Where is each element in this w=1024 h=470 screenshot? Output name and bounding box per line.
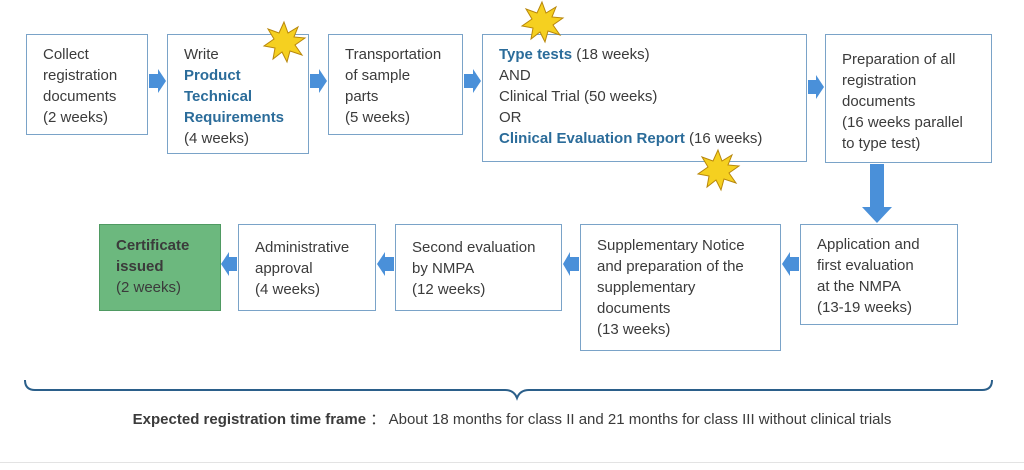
arrow-right-icon bbox=[310, 69, 327, 93]
step-second-evaluation: Second evaluation by NMPA (12 weeks) bbox=[395, 224, 562, 311]
curly-brace bbox=[24, 379, 993, 401]
step-transportation: Transportation of sample parts (5 weeks) bbox=[328, 34, 463, 135]
step-text: documents bbox=[43, 88, 117, 105]
step-text: Write bbox=[184, 46, 219, 63]
step-text: supplementary bbox=[597, 279, 696, 296]
step-duration: (5 weeks) bbox=[345, 109, 411, 126]
arrow-left-icon bbox=[563, 252, 579, 276]
timeframe-separator: ： bbox=[370, 411, 386, 428]
step-text: AND bbox=[499, 67, 531, 84]
step-text: registration bbox=[842, 72, 917, 89]
arrow-left-icon bbox=[782, 252, 799, 276]
step-duration: (16 weeks) bbox=[684, 130, 763, 147]
step-duration: (4 weeks) bbox=[255, 281, 321, 298]
step-text: Preparation of all bbox=[842, 51, 956, 68]
step-type-tests: Type tests (18 weeks) AND Clinical Trial… bbox=[482, 34, 807, 162]
step-duration: (13-19 weeks) bbox=[817, 299, 913, 316]
arrow-right-icon bbox=[149, 69, 166, 93]
timeframe-text: About 18 months for class II and 21 mont… bbox=[388, 411, 892, 428]
step-text: documents bbox=[842, 93, 916, 110]
timeframe-label: Expected registration time frame bbox=[132, 411, 367, 428]
step-text: and preparation of the bbox=[597, 258, 744, 275]
step-preparation: Preparation of all registration document… bbox=[825, 34, 992, 163]
step-highlight: Clinical Evaluation Report bbox=[499, 130, 685, 147]
step-highlight: Type tests bbox=[499, 46, 573, 63]
step-certificate-issued: Certificate issued (2 weeks) bbox=[99, 224, 221, 311]
step-highlight: Certificate bbox=[116, 237, 190, 254]
star-burst-icon bbox=[262, 20, 307, 64]
step-administrative-approval: Administrative approval (4 weeks) bbox=[238, 224, 376, 311]
step-highlight: Requirements bbox=[184, 109, 285, 126]
step-text: Second evaluation bbox=[412, 239, 536, 256]
star-burst-icon bbox=[520, 0, 565, 44]
step-text: Collect bbox=[43, 46, 89, 63]
step-text: Supplementary Notice bbox=[597, 237, 745, 254]
step-highlight: issued bbox=[116, 258, 164, 275]
step-duration: (18 weeks) bbox=[572, 46, 650, 63]
step-text: of sample bbox=[345, 67, 411, 84]
arrow-right-icon bbox=[808, 75, 824, 99]
step-duration: (4 weeks) bbox=[184, 130, 250, 147]
arrow-right-icon bbox=[464, 69, 481, 93]
step-duration: (13 weeks) bbox=[597, 321, 671, 338]
step-duration: to type test) bbox=[842, 135, 921, 152]
step-text: OR bbox=[499, 109, 522, 126]
step-text: at the NMPA bbox=[817, 278, 901, 295]
timeframe-footer: Expected registration time frame ： About… bbox=[0, 408, 1024, 429]
step-duration: (2 weeks) bbox=[116, 279, 182, 296]
step-highlight: Technical bbox=[184, 88, 253, 105]
step-application: Application and first evaluation at the … bbox=[800, 224, 958, 325]
arrow-down-icon bbox=[862, 164, 892, 223]
step-duration: (12 weeks) bbox=[412, 281, 486, 298]
type-tests-line: Type tests (18 weeks) bbox=[499, 44, 796, 65]
step-text: parts bbox=[345, 88, 379, 105]
step-supplementary-notice: Supplementary Notice and preparation of … bbox=[580, 224, 781, 351]
step-duration: (16 weeks parallel bbox=[842, 114, 963, 131]
step-text: first evaluation bbox=[817, 257, 914, 274]
star-burst-icon bbox=[696, 148, 741, 192]
step-text: Application and bbox=[817, 236, 920, 253]
arrow-left-icon bbox=[221, 252, 237, 276]
step-highlight: Product bbox=[184, 67, 241, 84]
step-text: Administrative bbox=[255, 239, 350, 256]
step-text: Transportation bbox=[345, 46, 442, 63]
step-text: by NMPA bbox=[412, 260, 475, 277]
cer-line: Clinical Evaluation Report (16 weeks) bbox=[499, 128, 796, 149]
step-text: documents bbox=[597, 300, 671, 317]
step-duration: (2 weeks) bbox=[43, 109, 109, 126]
arrow-left-icon bbox=[377, 252, 394, 276]
step-text: Clinical Trial (50 weeks) bbox=[499, 88, 658, 105]
divider bbox=[0, 462, 1024, 463]
step-collect-documents: Collect registration documents (2 weeks) bbox=[26, 34, 148, 135]
step-text: approval bbox=[255, 260, 313, 277]
step-text: registration bbox=[43, 67, 118, 84]
